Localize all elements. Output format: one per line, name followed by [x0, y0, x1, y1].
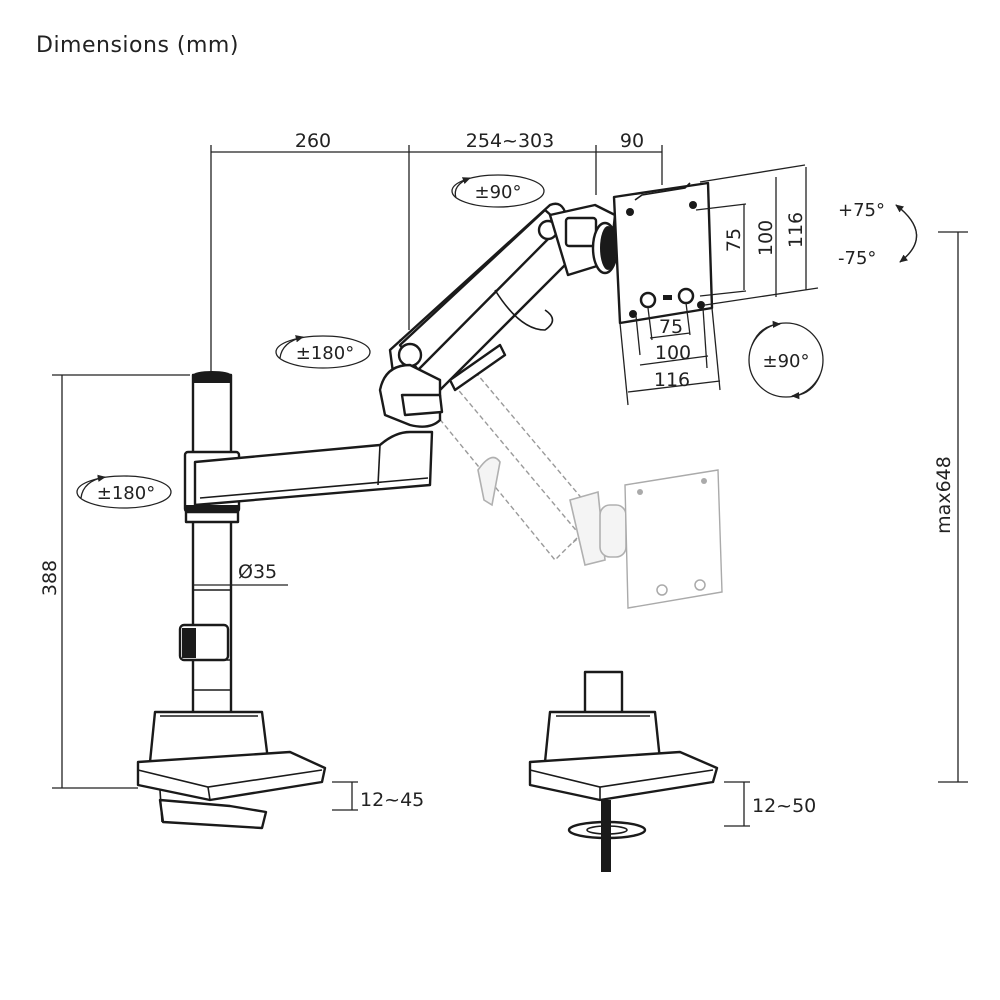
- max-height-label: max648: [933, 456, 955, 534]
- arm-length-dimension: 260 254~303 90: [210, 130, 663, 372]
- pole-height-label: 388: [39, 560, 61, 596]
- alternate-position-arm: [398, 329, 723, 609]
- arm-segment-3-label: 90: [620, 130, 644, 152]
- tilt-down-label: -75°: [838, 248, 876, 269]
- diagram-title: Dimensions (mm): [36, 33, 239, 58]
- grommet-thickness-label: 12~50: [752, 795, 816, 817]
- desk-clamp: [136, 710, 327, 830]
- rotation-tilt: +75° -75°: [838, 200, 918, 269]
- rotation-screen: ±90°: [748, 320, 824, 400]
- rotation-upper-arm: ±90°: [451, 174, 545, 208]
- clamp-thickness-label: 12~45: [360, 789, 424, 811]
- vesa-vertical-116-label: 116: [785, 212, 807, 248]
- vesa-horizontal-100-label: 100: [655, 342, 691, 364]
- tilt-up-label: +75°: [838, 200, 885, 221]
- pole-diameter-label: Ø35: [238, 561, 277, 583]
- vesa-vertical-75-label: 75: [723, 228, 745, 252]
- vesa-vertical-100-label: 100: [755, 220, 777, 256]
- rotation-base-arm-label: ±180°: [97, 483, 155, 504]
- grommet-mount: [528, 670, 719, 872]
- rotation-base-arm: ±180°: [76, 474, 172, 509]
- pole-diameter-dimension: Ø35: [193, 561, 288, 586]
- rotation-screen-label: ±90°: [763, 351, 810, 372]
- rotation-elbow: ±180°: [275, 335, 371, 369]
- arm-segment-1-label: 260: [295, 130, 331, 152]
- grommet-thickness-dimension: 12~50: [724, 781, 816, 827]
- clamp-thickness-dimension: 12~45: [332, 781, 424, 811]
- arm-segment-2-label: 254~303: [466, 130, 554, 152]
- vesa-plate: [612, 181, 714, 325]
- rotation-upper-arm-label: ±90°: [475, 182, 522, 203]
- tilt-head: [564, 216, 619, 275]
- rotation-elbow-label: ±180°: [296, 343, 354, 364]
- vesa-horizontal-dimension: 75 100 116: [619, 302, 721, 406]
- upper-arm: [378, 202, 617, 428]
- pole: [178, 371, 233, 717]
- vesa-horizontal-75-label: 75: [659, 316, 683, 338]
- lower-arm: [193, 430, 434, 507]
- max-height-dimension: max648: [933, 231, 968, 783]
- vesa-horizontal-116-label: 116: [654, 369, 690, 391]
- pole-height-dimension: 388: [39, 374, 190, 789]
- vesa-vertical-dimension: 75 100 116: [695, 164, 819, 306]
